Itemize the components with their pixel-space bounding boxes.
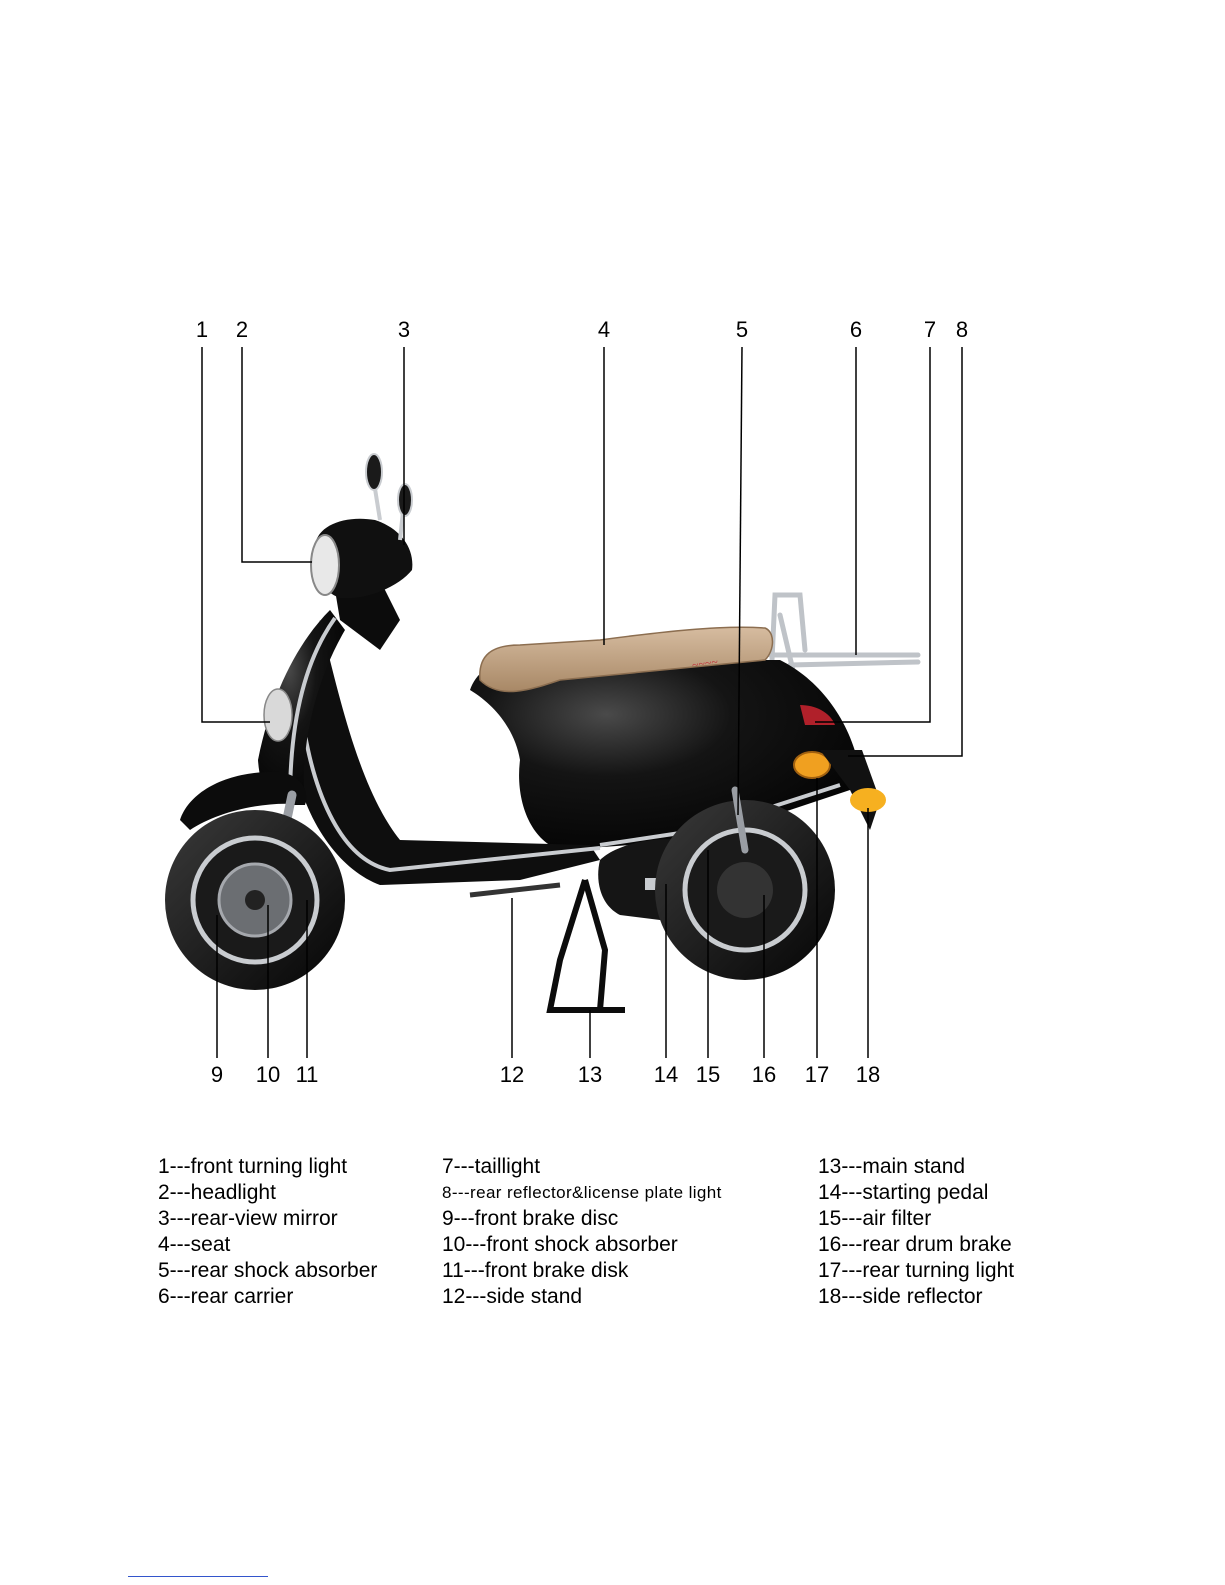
callout-9: 9 — [211, 1062, 223, 1087]
callout-12: 12 — [500, 1062, 524, 1087]
seat — [479, 626, 774, 693]
callout-8: 8 — [956, 317, 968, 342]
headlight — [310, 534, 340, 596]
callout-15: 15 — [696, 1062, 720, 1087]
leader-lines — [201, 346, 963, 1058]
legend-item-18: 18---side reflector — [818, 1285, 983, 1308]
callout-3: 3 — [398, 317, 410, 342]
legend-item-3: 3---rear-view mirror — [158, 1207, 338, 1230]
main-stand — [546, 879, 625, 1013]
front-turning-light — [263, 688, 293, 742]
taillight — [800, 705, 835, 725]
legend-item-4: 4---seat — [158, 1233, 231, 1256]
legend-column-3: 13---main stand 14---starting pedal 15--… — [818, 1154, 1014, 1310]
callout-17: 17 — [805, 1062, 829, 1087]
front-wheel — [165, 810, 345, 990]
scooter-illustration: ~~~~ — [165, 453, 921, 1013]
callout-5: 5 — [736, 317, 748, 342]
legend-column-1: 1---front turning light 2---headlight 3-… — [158, 1154, 377, 1310]
rear-turning-light — [793, 751, 831, 779]
callout-10: 10 — [256, 1062, 280, 1087]
legend-item-6: 6---rear carrier — [158, 1285, 294, 1308]
callout-2: 2 — [236, 317, 248, 342]
legend-item-13: 13---main stand — [818, 1155, 966, 1178]
side-reflector — [850, 788, 886, 812]
rear-wheel — [655, 800, 835, 980]
front-fender — [180, 771, 307, 830]
front-leg-shield — [258, 610, 345, 805]
legend-item-10: 10---front shock absorber — [442, 1233, 678, 1256]
legend-item-9: 9---front brake disc — [442, 1207, 619, 1230]
side-stand — [469, 882, 561, 898]
leg-shield-trim — [288, 616, 337, 801]
legend-item-16: 16---rear drum brake — [818, 1233, 1012, 1256]
callout-18: 18 — [856, 1062, 880, 1087]
legend-item-7: 7---taillight — [442, 1155, 541, 1178]
footer-rule — [128, 1576, 268, 1577]
callout-numbers-top: 1 2 3 4 5 6 7 8 — [196, 317, 968, 342]
floorboard — [290, 620, 600, 885]
legend-item-8: 8---rear reflector&license plate light — [442, 1183, 722, 1202]
legend-item-1: 1---front turning light — [158, 1155, 348, 1178]
legend-item-17: 17---rear turning light — [818, 1259, 1015, 1282]
legend-column-2: 7---taillight 8---rear reflector&license… — [442, 1154, 722, 1310]
rear-body — [470, 656, 860, 850]
callout-4: 4 — [598, 317, 610, 342]
legend-item-2: 2---headlight — [158, 1181, 276, 1204]
callout-numbers-bottom: 9 10 11 12 13 14 15 16 17 18 — [211, 1062, 880, 1087]
callout-6: 6 — [850, 317, 862, 342]
callout-1: 1 — [196, 317, 208, 342]
legend-item-11: 11---front brake disk — [442, 1259, 629, 1282]
rear-shock-absorber — [731, 786, 749, 854]
legend-item-12: 12---side stand — [442, 1285, 583, 1308]
legend-item-14: 14---starting pedal — [818, 1181, 989, 1204]
legend-item-15: 15---air filter — [818, 1207, 932, 1230]
callout-14: 14 — [654, 1062, 678, 1087]
callout-13: 13 — [578, 1062, 602, 1087]
callout-16: 16 — [752, 1062, 776, 1087]
callout-7: 7 — [924, 317, 936, 342]
legend-item-5: 5---rear shock absorber — [158, 1259, 378, 1282]
callout-11: 11 — [296, 1062, 319, 1087]
seat-brand-mark: ~~~~ — [691, 655, 719, 673]
